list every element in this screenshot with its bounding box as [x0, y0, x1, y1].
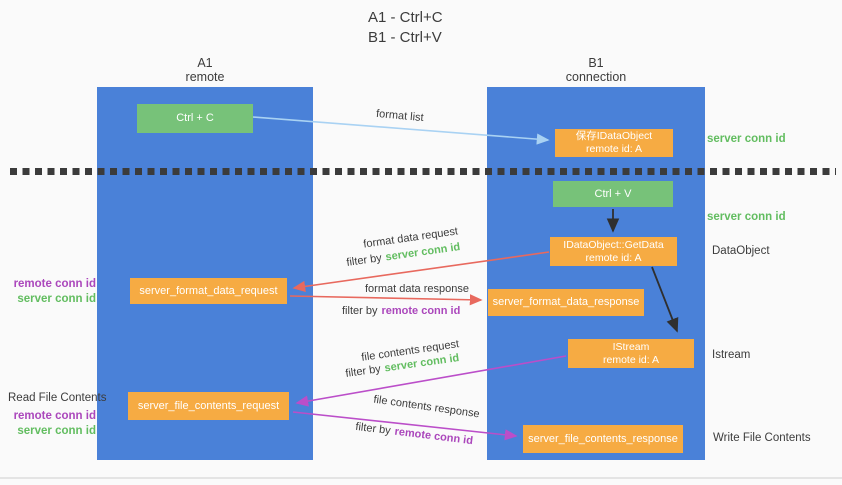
node-save-idataobject: 保存IDataObject remote id: A [555, 129, 673, 157]
node-server-format-data-request: server_format_data_request [130, 278, 287, 304]
node-ctrl-c-label: Ctrl + C [176, 112, 214, 124]
left-label-read-file-contents: Read File Contents [8, 392, 107, 404]
title-line-ctrl-v: B1 - Ctrl+V [368, 29, 442, 46]
node-save-idataobject-line1: 保存IDataObject [575, 130, 653, 142]
arrow-file-contents-response [292, 411, 518, 441]
lane-b1-subtitle: connection [565, 70, 627, 84]
right-label-server-conn-id-top: server conn id [707, 133, 786, 145]
node-istream-line1: IStream [612, 340, 650, 353]
lane-header-b1: B1 connection [487, 56, 705, 84]
arrow-format-list [252, 116, 550, 145]
node-istream-line2: remote id: A [602, 353, 660, 366]
node-idataobject-getdata-line2: remote id: A [585, 251, 642, 264]
node-ctrl-v: Ctrl + V [553, 181, 673, 207]
node-server-format-data-response-label: server_format_data_response [492, 296, 640, 308]
left-bottom-remote-conn-id: remote conn id [13, 410, 96, 422]
session-divider-dashed-line [10, 168, 836, 175]
left-conn-id-labels-top: remote conn id server conn id [8, 277, 96, 307]
lane-b1-title: B1 [588, 56, 604, 70]
node-server-file-contents-request-label: server_file_contents_request [137, 399, 280, 412]
node-idataobject-getdata-line1: IDataObject::GetData [563, 238, 664, 251]
right-label-dataobject: DataObject [712, 245, 770, 257]
arrow-format-data-request [292, 251, 550, 292]
node-server-format-data-request-label: server_format_data_request [139, 284, 278, 297]
node-server-file-contents-response: server_file_contents_response [523, 425, 683, 453]
right-label-write-file-contents: Write File Contents [713, 432, 811, 444]
lane-a1-subtitle: remote [185, 70, 225, 84]
arrow-label-format-data-response: format data response [365, 283, 469, 295]
diagram-title: A1 - Ctrl+C B1 - Ctrl+V [368, 8, 443, 48]
arrow-getdata-to-istream [651, 266, 679, 333]
left-bottom-server-conn-id: server conn id [17, 425, 96, 437]
node-istream: IStream remote id: A [568, 339, 694, 368]
node-server-file-contents-response-label: server_file_contents_response [528, 432, 678, 445]
bottom-edge-line [0, 477, 842, 479]
arrow-file-contents-request [295, 355, 567, 407]
filter-by-text: filter by [342, 305, 378, 317]
node-save-idataobject-line2: remote id: A [585, 143, 643, 155]
left-top-server-conn-id: server conn id [17, 293, 96, 305]
right-label-server-conn-id-middle: server conn id [707, 211, 786, 223]
filter-remote-conn-id: remote conn id [381, 305, 461, 317]
arrow-format-data-response [289, 294, 483, 306]
lane-header-a1: A1 remote [97, 56, 313, 84]
left-conn-id-labels-bottom: remote conn id server conn id [8, 409, 96, 439]
node-server-format-data-response: server_format_data_response [488, 289, 644, 316]
right-label-istream: Istream [712, 349, 751, 361]
node-server-file-contents-request: server_file_contents_request [128, 392, 289, 420]
node-ctrl-c: Ctrl + C [137, 104, 253, 133]
node-idataobject-getdata: IDataObject::GetData remote id: A [550, 237, 677, 266]
title-line-ctrl-c: A1 - Ctrl+C [368, 9, 443, 26]
left-top-remote-conn-id: remote conn id [13, 278, 96, 290]
lane-a1-title: A1 [197, 56, 213, 70]
node-ctrl-v-label: Ctrl + V [594, 187, 632, 200]
